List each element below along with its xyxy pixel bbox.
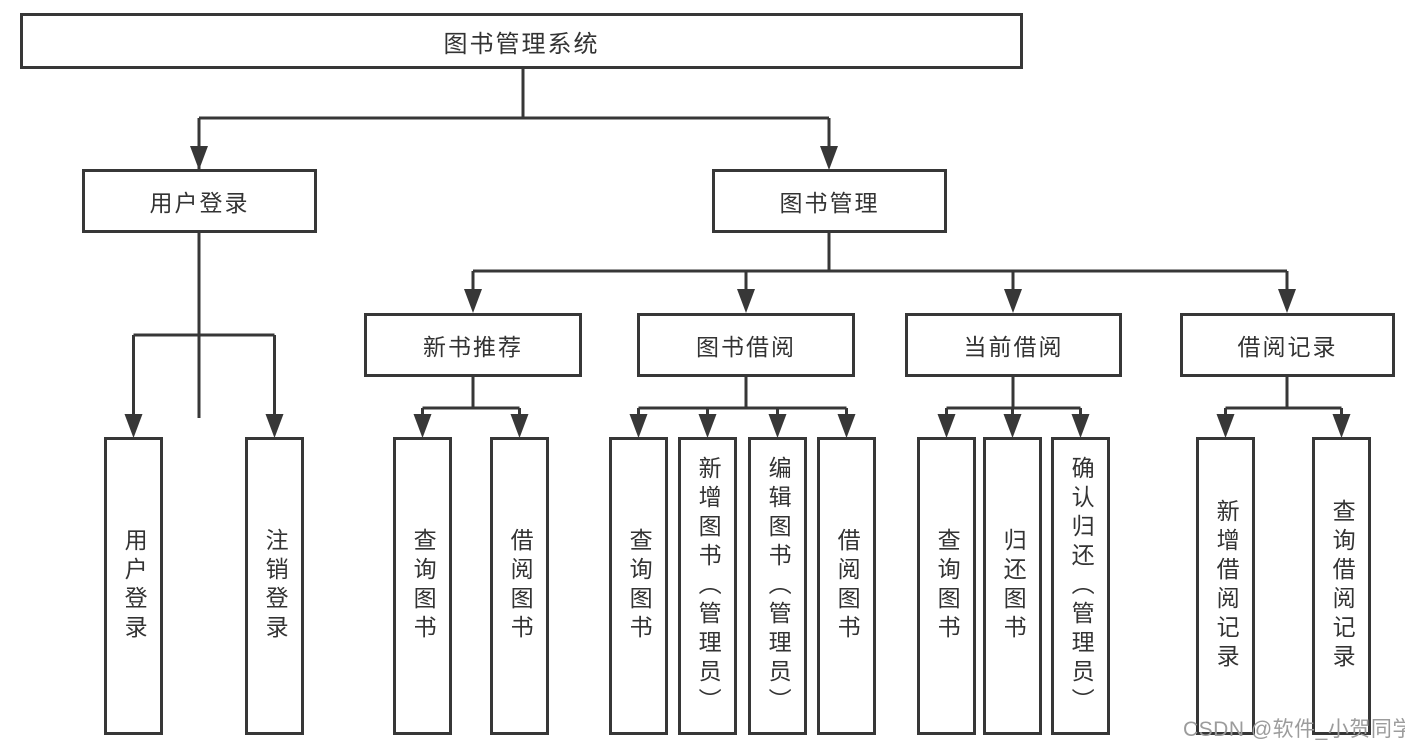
node-label: 查询借阅记录 bbox=[1329, 499, 1356, 673]
leaf-edit-books-admin: 编辑图书（管理员） bbox=[748, 437, 807, 735]
leaf-user-login: 用户登录 bbox=[104, 437, 163, 735]
node-label: 查询图书 bbox=[410, 528, 437, 644]
node-label: 图书管理系统 bbox=[443, 30, 600, 58]
node-label: 注销登录 bbox=[262, 528, 289, 644]
leaf-borrow-books-2: 借阅图书 bbox=[817, 437, 876, 735]
node-label: 查询图书 bbox=[934, 528, 961, 644]
node-borrow-records: 借阅记录 bbox=[1180, 313, 1395, 377]
node-book-borrow: 图书借阅 bbox=[637, 313, 855, 377]
leaf-query-books-1: 查询图书 bbox=[393, 437, 452, 735]
node-label: 新增借阅记录 bbox=[1213, 499, 1240, 673]
leaf-query-books-2: 查询图书 bbox=[609, 437, 668, 735]
watermark-text: CSDN @软件_小贺同学 bbox=[1183, 718, 1405, 741]
leaf-confirm-return-admin: 确认归还（管理员） bbox=[1051, 437, 1110, 735]
node-label: 用户登录 bbox=[149, 190, 250, 216]
edge-user-login-to-leaves bbox=[124, 233, 284, 438]
leaf-add-books-admin: 新增图书（管理员） bbox=[678, 437, 737, 735]
edge-book-mgmt-to-groups bbox=[464, 233, 1296, 313]
node-current-borrow: 当前借阅 bbox=[905, 313, 1122, 377]
node-label: 编辑图书（管理员） bbox=[765, 455, 792, 717]
edge-current-borrow-to-leaves bbox=[937, 377, 1090, 438]
node-label: 归还图书 bbox=[1000, 528, 1027, 644]
node-new-book-rec: 新书推荐 bbox=[364, 313, 582, 377]
leaf-query-books-3: 查询图书 bbox=[917, 437, 976, 735]
node-label: 图书管理 bbox=[779, 190, 880, 216]
leaf-return-books: 归还图书 bbox=[983, 437, 1042, 735]
node-label: 借阅图书 bbox=[834, 528, 861, 644]
leaf-add-borrow-record: 新增借阅记录 bbox=[1196, 437, 1255, 735]
edge-new-book-rec-to-leaves bbox=[413, 377, 529, 438]
node-label: 用户登录 bbox=[121, 528, 148, 644]
node-label: 借阅图书 bbox=[507, 528, 534, 644]
leaf-logout-login: 注销登录 bbox=[245, 437, 304, 735]
node-label: 确认归还（管理员） bbox=[1068, 455, 1095, 717]
node-label: 新书推荐 bbox=[423, 334, 523, 360]
node-label: 新增图书（管理员） bbox=[695, 455, 722, 717]
node-library-system: 图书管理系统 bbox=[20, 13, 1023, 69]
edge-borrow-records-to-leaves bbox=[1216, 377, 1351, 438]
edge-book-borrow-to-leaves bbox=[629, 377, 856, 438]
node-label: 借阅记录 bbox=[1237, 334, 1338, 360]
node-label: 查询图书 bbox=[626, 528, 653, 644]
leaf-borrow-books-1: 借阅图书 bbox=[490, 437, 549, 735]
leaf-query-borrow-record: 查询借阅记录 bbox=[1312, 437, 1371, 735]
node-book-mgmt: 图书管理 bbox=[712, 169, 947, 233]
node-label: 图书借阅 bbox=[696, 334, 796, 360]
node-user-login: 用户登录 bbox=[82, 169, 317, 233]
node-label: 当前借阅 bbox=[963, 334, 1064, 360]
